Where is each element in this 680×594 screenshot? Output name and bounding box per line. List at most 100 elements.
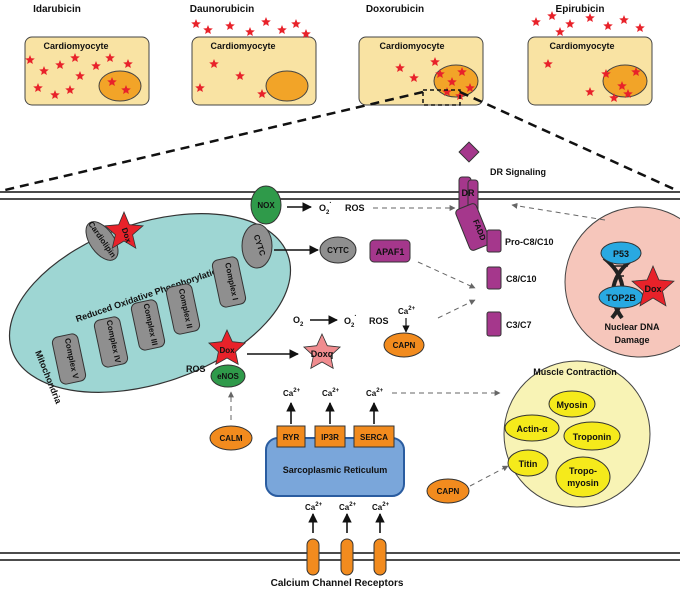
apaf1-protein — [369, 239, 411, 263]
top2b-label: TOP2B — [606, 293, 636, 303]
p53-protein — [600, 241, 642, 265]
ca-label-low-1: Ca2+ — [305, 502, 323, 512]
troponin-label: Troponin — [573, 432, 612, 442]
star-icon — [395, 63, 405, 72]
nucleus-2 — [265, 70, 309, 102]
cell-label-4: Cardiomyocyte — [549, 41, 614, 51]
star-icon — [70, 53, 80, 62]
actin-label: Actin-α — [516, 424, 547, 434]
star-icon — [555, 27, 565, 36]
star-icon — [565, 19, 575, 28]
apaf1-to-caspase-arrow — [417, 261, 476, 289]
star-icon — [291, 19, 301, 28]
titin-label: Titin — [519, 459, 538, 469]
star-icon — [203, 25, 213, 34]
dr-ligand — [458, 141, 480, 163]
drug-name-doxorubicin: Doxorubicin — [366, 4, 424, 15]
zoom-line-left — [4, 90, 424, 192]
dr-signaling-label: DR Signaling — [490, 167, 546, 177]
o2-label: O2 — [293, 315, 304, 328]
star-icon — [55, 60, 65, 69]
c3-c7-label: C3/C7 — [506, 320, 532, 330]
cell-label-1: Cardiomyocyte — [43, 41, 108, 51]
star-icon — [465, 83, 475, 92]
ca-label-low-2: Ca2+ — [339, 502, 357, 512]
drug-name-epirubicin: Epirubicin — [556, 4, 605, 15]
complex-4 — [93, 316, 129, 368]
ca-label-serca: Ca2+ — [366, 388, 384, 398]
star-icon — [209, 59, 219, 68]
star-icon — [435, 69, 445, 78]
dox-label-mito: Dox — [219, 346, 235, 355]
p53-label: P53 — [613, 249, 629, 259]
titin-protein — [507, 449, 549, 477]
nucleus-1 — [98, 70, 142, 102]
star-icon — [235, 71, 245, 80]
ros-label-mid: ROS — [369, 316, 389, 326]
enos-protein — [210, 364, 246, 388]
capn-label-top: CAPN — [393, 341, 416, 350]
cytc-mito — [241, 223, 273, 269]
drug-stars — [25, 11, 645, 102]
pro-c8-c10-protein — [486, 229, 502, 253]
star-icon — [121, 85, 131, 94]
ca-label-ryr: Ca2+ — [283, 388, 301, 398]
myosin-label: Myosin — [556, 400, 587, 410]
star-icon — [442, 87, 452, 96]
sr-label: Sarcoplasmic Reticulum — [283, 465, 388, 475]
serca-label: SERCA — [360, 433, 388, 442]
star-icon — [257, 89, 267, 98]
calcium-channel-3 — [373, 538, 387, 576]
star-icon — [65, 85, 75, 94]
c8-c10-protein — [486, 266, 502, 290]
enos-label: eNOS — [217, 372, 239, 381]
star-icon — [635, 23, 645, 32]
nox-label: NOX — [257, 201, 275, 210]
drug-name-daunorubicin: Daunorubicin — [190, 4, 254, 15]
doxq-label: Doxq — [311, 349, 334, 359]
ip3r-label: IP3R — [321, 433, 339, 442]
star-icon — [277, 25, 287, 34]
fadd-protein — [455, 203, 491, 251]
nuclear-dna-damage-label-1: Nuclear DNA — [604, 322, 660, 332]
star-icon — [33, 83, 43, 92]
star-icon — [543, 59, 553, 68]
calm-label: CALM — [219, 434, 242, 443]
complex-2 — [165, 283, 201, 335]
star-icon — [631, 67, 641, 76]
ryr-channel — [276, 425, 306, 448]
zoom-box — [422, 89, 461, 106]
c3-c7-protein — [486, 311, 502, 337]
star-icon — [430, 57, 440, 66]
ca-label-low-3: Ca2+ — [372, 502, 390, 512]
ryr-label: RYR — [283, 433, 300, 442]
tropomyosin-label-1: Tropo- — [569, 466, 597, 476]
capn-protein-bottom — [426, 478, 470, 504]
star-icon — [105, 53, 115, 62]
myosin-protein — [548, 390, 596, 418]
ros-label-mito: ROS — [186, 364, 206, 374]
star-icon — [623, 89, 633, 98]
capn-to-caspase-arrow — [437, 299, 476, 319]
nuclear-dna-damage-label-2: Damage — [614, 335, 649, 345]
star-icon — [91, 61, 101, 70]
zoom-line-right — [459, 90, 677, 192]
star-icon — [25, 55, 35, 64]
ros-label-top: ROS — [345, 203, 365, 213]
p53-to-dr-arrow — [511, 202, 606, 221]
star-icon — [409, 73, 419, 82]
ip3r-channel — [314, 425, 346, 448]
star-icon — [39, 66, 49, 75]
star-icon — [603, 21, 613, 30]
star-icon — [225, 21, 235, 30]
troponin-protein — [563, 421, 621, 451]
star-icon — [107, 77, 117, 86]
cell-label-3: Cardiomyocyte — [379, 41, 444, 51]
o2-superoxide-top: O2· — [319, 200, 332, 216]
star-icon — [50, 90, 60, 99]
star-icon — [617, 81, 627, 90]
nox-protein — [250, 185, 282, 225]
actin-protein — [504, 414, 560, 442]
star-icon — [195, 83, 205, 92]
